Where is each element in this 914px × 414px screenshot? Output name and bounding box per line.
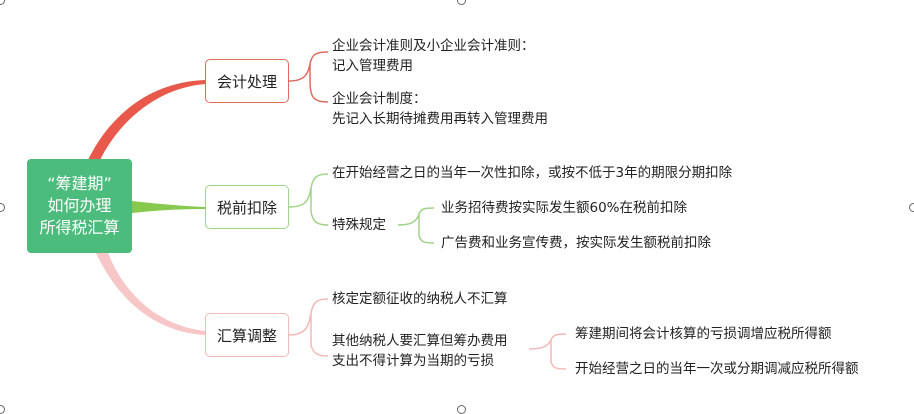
root-topic-line-3: 所得税汇算 [39,218,120,237]
branch-settlement-adjustment[interactable]: 汇算调整 [205,313,289,357]
special-rule-2[interactable]: 广告费和业务宣传费，按实际发生额税前扣除 [441,235,711,251]
special-rule-1[interactable]: 业务招待费按实际发生额60%在税前扣除 [441,200,688,216]
branch-pretax-deduction[interactable]: 税前扣除 [205,185,289,229]
resize-handle-middle-left[interactable] [0,203,5,212]
deduction-child-1[interactable]: 在开始经营之日的当年一次性扣除，或按不低于3年的期限分期扣除 [332,165,733,181]
special-rules-brace [397,207,435,244]
accounting-child-1[interactable]: 企业会计准则及小企业会计准则： 记入管理费用 [332,36,535,76]
settlement-subchild-2[interactable]: 开始经营之日的当年一次或分期调减应税所得额 [575,361,859,377]
settlement-child-2-line-2: 支出不得计算为当期的亏损 [332,353,494,369]
branch-accounting[interactable]: 会计处理 [205,59,289,103]
branch-settlement-adjustment-label: 汇算调整 [216,326,277,345]
accounting-child-2-line-1: 企业会计制度： [332,91,427,107]
branch-2-brace [288,173,329,226]
root-to-branch-2-link [132,201,205,213]
settlement-child-2[interactable]: 其他纳税人要汇算但筹办费用 支出不得计算为当期的亏损 [332,331,508,371]
branch-accounting-label: 会计处理 [216,72,277,91]
settlement-child-1[interactable]: 核定定额征收的纳税人不汇算 [332,291,508,307]
settlement-child-2-line-1: 其他纳税人要汇算但筹办费用 [332,333,508,349]
root-to-branch-3-link [96,253,205,335]
branch-pretax-deduction-label: 税前扣除 [216,198,277,217]
resize-handle-top-center[interactable] [457,0,466,5]
root-topic[interactable]: “筹建期” 如何办理 所得税汇算 [27,159,132,253]
resize-handle-middle-right[interactable] [909,203,914,212]
branch-1-brace [288,51,329,103]
accounting-child-2[interactable]: 企业会计制度： 先记入长期待摊费用再转入管理费用 [332,89,548,129]
root-topic-line-2: 如何办理 [47,196,112,215]
root-to-branch-1-link [88,80,205,160]
root-topic-line-1: “筹建期” [47,174,112,193]
accounting-child-1-line-1: 企业会计准则及小企业会计准则： [332,38,535,54]
other-taxpayers-brace [528,333,567,370]
settlement-subchild-1[interactable]: 筹建期间将会计核算的亏损调增应税所得额 [575,326,832,342]
accounting-child-1-line-2: 记入管理费用 [332,58,413,74]
branch-3-brace [288,298,329,357]
special-rules-node[interactable]: 特殊规定 [332,217,386,233]
accounting-child-2-line-2: 先记入长期待摊费用再转入管理费用 [332,111,548,127]
resize-handle-top-left[interactable] [0,0,5,5]
